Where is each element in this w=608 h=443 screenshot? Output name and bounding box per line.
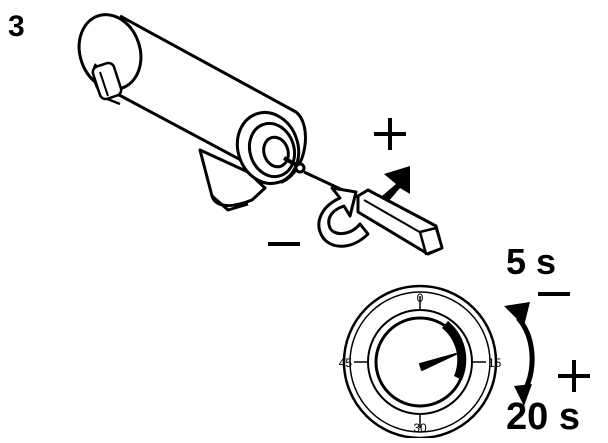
screwdriver-icon xyxy=(303,170,444,256)
step-number: 3 xyxy=(8,10,25,43)
dial-label-top: 0 xyxy=(417,291,424,305)
timer-dial: 0 15 30 45 xyxy=(339,284,502,440)
plus-icon xyxy=(558,360,590,392)
time-min-label: 5 s xyxy=(506,241,557,282)
increase-arrow-icon xyxy=(382,166,410,202)
dial-arrow-icon xyxy=(516,316,535,390)
rotate-arrow-icon xyxy=(317,186,370,248)
dial-label-bottom: 30 xyxy=(413,421,427,435)
dial-pointer xyxy=(419,353,457,371)
dial-label-right: 15 xyxy=(488,356,502,370)
plus-icon xyxy=(374,118,406,150)
dial-label-left: 45 xyxy=(339,356,353,370)
cylinder-device-icon xyxy=(77,13,307,212)
time-max-label: 20 s xyxy=(506,396,580,438)
